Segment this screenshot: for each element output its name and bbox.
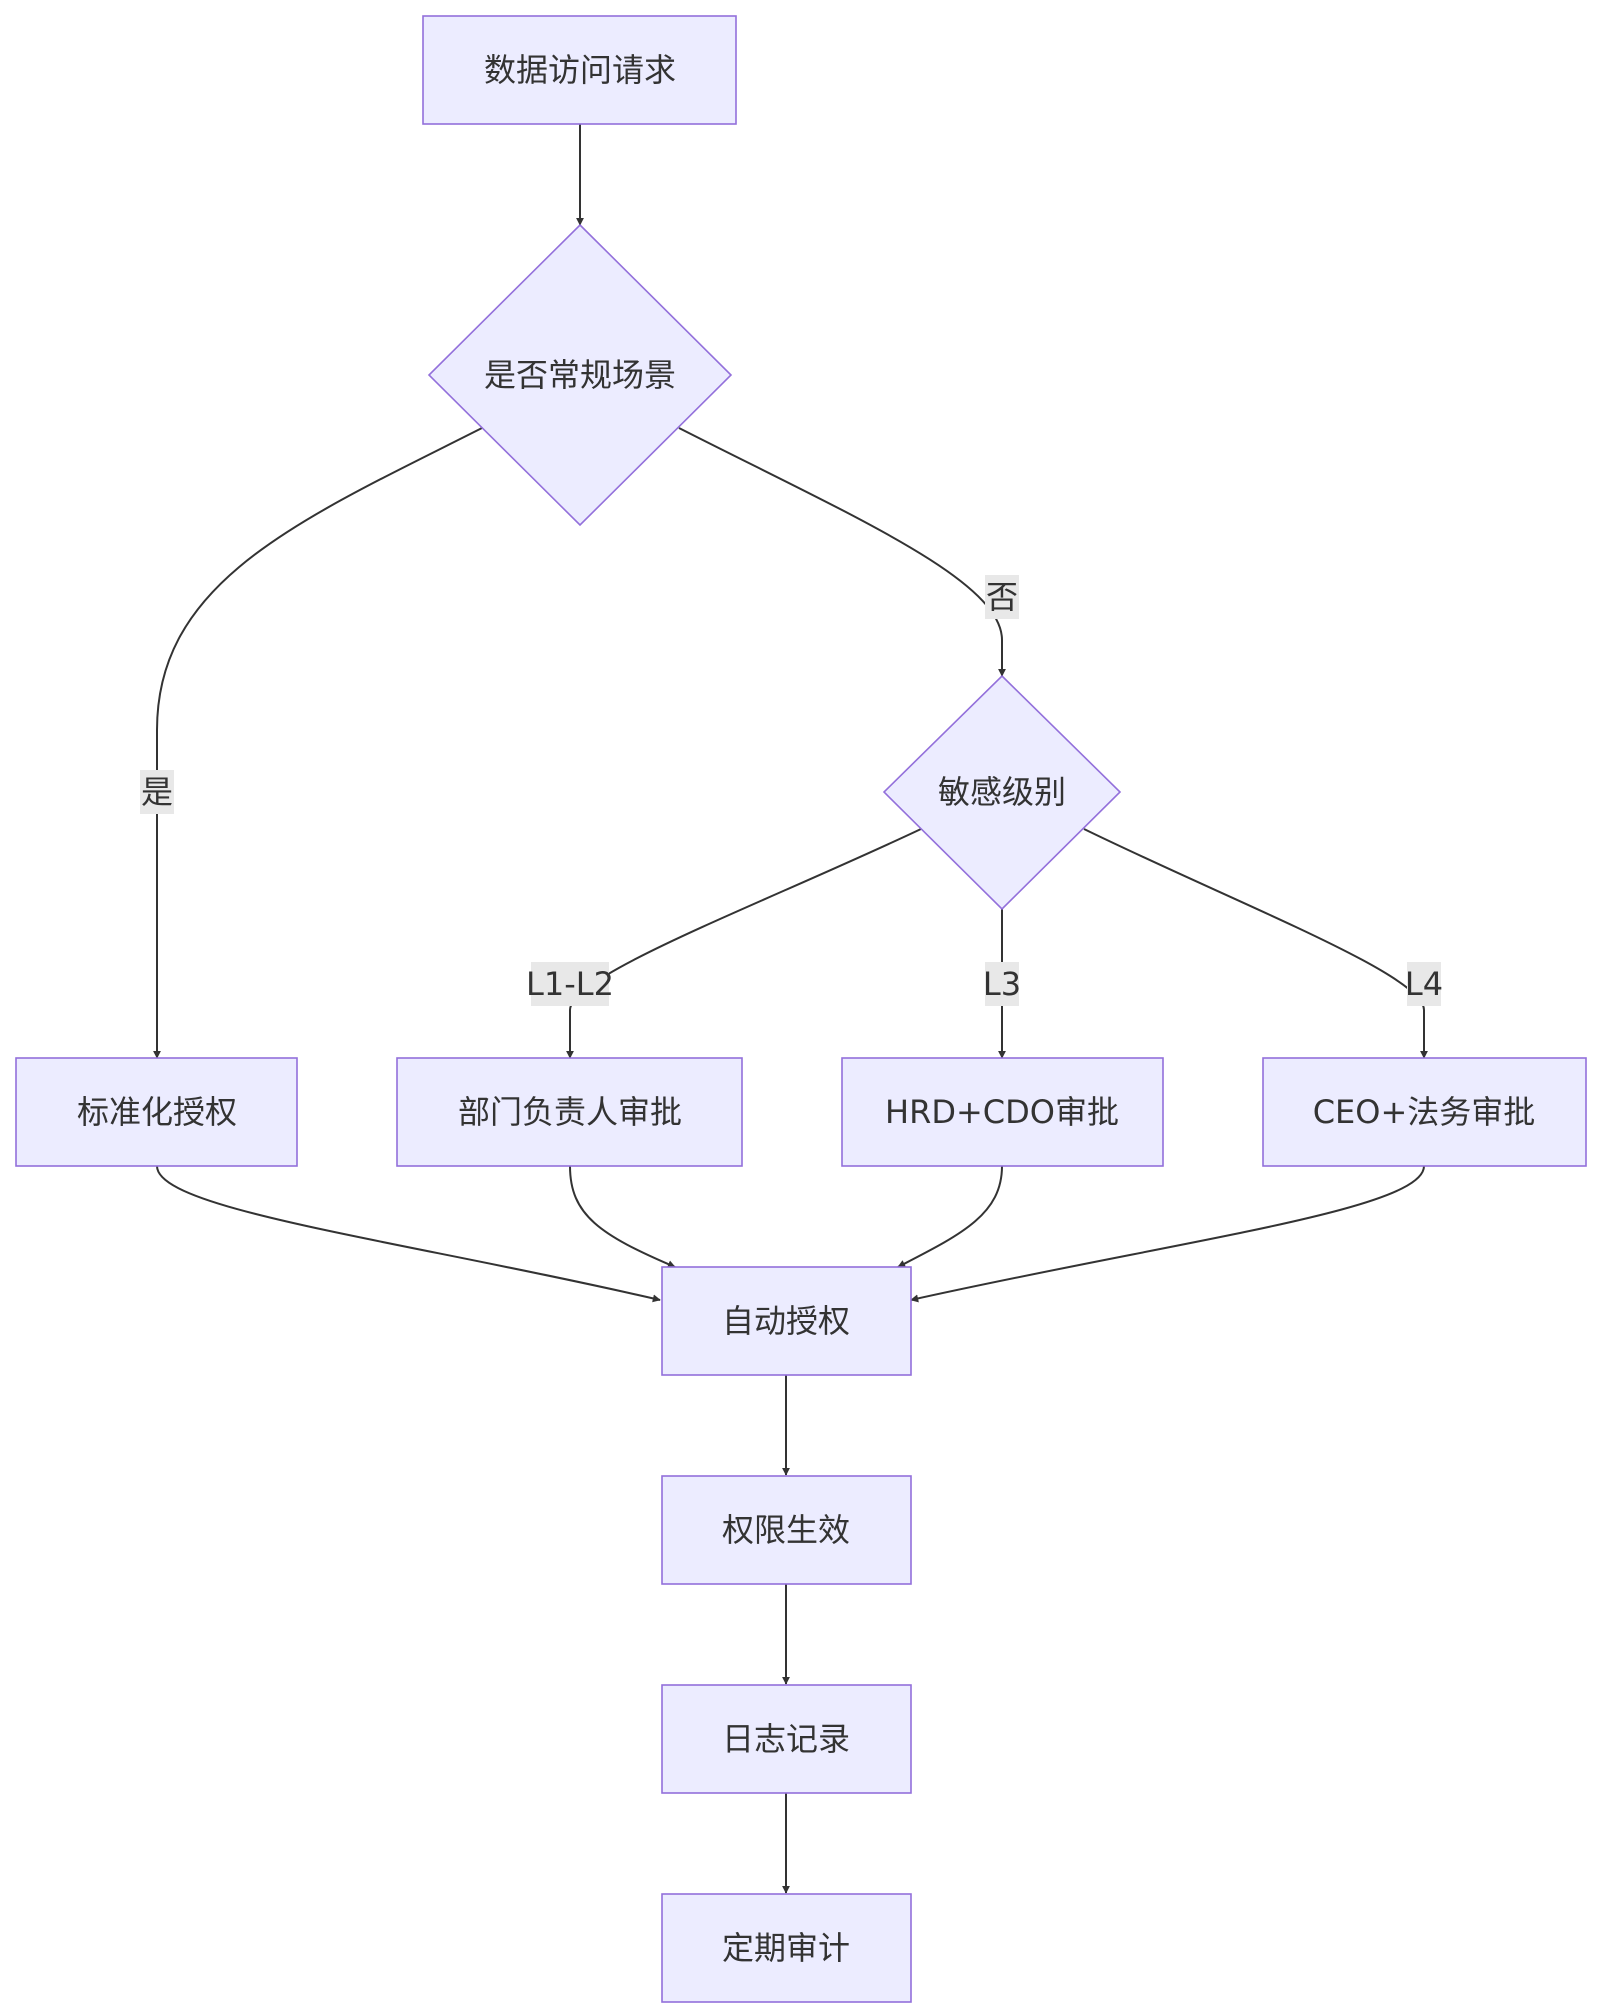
edge-label-yes-text: 是 [141, 773, 173, 811]
edge-label-l1-l2: L1-L2 [526, 962, 614, 1006]
edge-sensitivity-l1-l2 [566, 828, 922, 1059]
edge-sensitivity-l4 [1083, 828, 1428, 1059]
node-standard-auth: 标准化授权 [15, 1057, 298, 1167]
node-auto-auth: 自动授权 [661, 1266, 912, 1376]
node-auto-auth-label: 自动授权 [722, 1302, 850, 1340]
node-request-label: 数据访问请求 [484, 51, 676, 89]
edge-label-l4: L4 [1405, 962, 1443, 1006]
edge-label-l4-text: L4 [1405, 965, 1443, 1003]
edge-label-yes: 是 [140, 770, 174, 814]
node-permission-effective: 权限生效 [661, 1475, 912, 1585]
node-standard-auth-label: 标准化授权 [77, 1093, 237, 1131]
node-log-record-label: 日志记录 [722, 1720, 850, 1758]
node-dept-approval-label: 部门负责人审批 [458, 1093, 682, 1131]
edge-standard-to-auto [156, 1165, 661, 1303]
edge-label-l3-text: L3 [983, 965, 1021, 1003]
node-routine-check-label: 是否常规场景 [484, 356, 676, 394]
edge-routine-check-no [678, 427, 1006, 677]
edge-labels: 是 否 L1-L2 L3 L4 [140, 575, 1443, 1006]
node-periodic-audit: 定期审计 [661, 1893, 912, 2003]
node-hrd-cdo-approval: HRD+CDO审批 [841, 1057, 1164, 1167]
edge-label-l1-l2-text: L1-L2 [526, 965, 614, 1003]
node-hrd-cdo-approval-label: HRD+CDO审批 [885, 1093, 1119, 1131]
edge-label-l3: L3 [983, 962, 1021, 1006]
node-ceo-legal-approval: CEO+法务审批 [1262, 1057, 1587, 1167]
node-log-record: 日志记录 [661, 1684, 912, 1794]
edge-dept-to-auto [569, 1165, 676, 1268]
edge-hrd-to-auto [897, 1165, 1003, 1268]
node-dept-approval: 部门负责人审批 [396, 1057, 743, 1167]
edges [153, 124, 1428, 1894]
node-request: 数据访问请求 [422, 15, 737, 125]
node-routine-check: 是否常规场景 [427, 223, 733, 527]
node-sensitivity: 敏感级别 [882, 674, 1122, 911]
edge-label-no: 否 [985, 575, 1019, 619]
node-ceo-legal-approval-label: CEO+法务审批 [1313, 1093, 1536, 1131]
node-periodic-audit-label: 定期审计 [722, 1929, 850, 1967]
node-sensitivity-label: 敏感级别 [938, 773, 1066, 811]
nodes: 数据访问请求 是否常规场景 敏感级别 标准化授权 部门负责人审批 HRD+CDO… [15, 15, 1587, 2003]
edge-label-no-text: 否 [986, 578, 1018, 616]
edge-ceo-to-auto [910, 1165, 1425, 1303]
node-permission-effective-label: 权限生效 [722, 1511, 850, 1549]
edge-routine-check-yes [153, 427, 483, 1059]
